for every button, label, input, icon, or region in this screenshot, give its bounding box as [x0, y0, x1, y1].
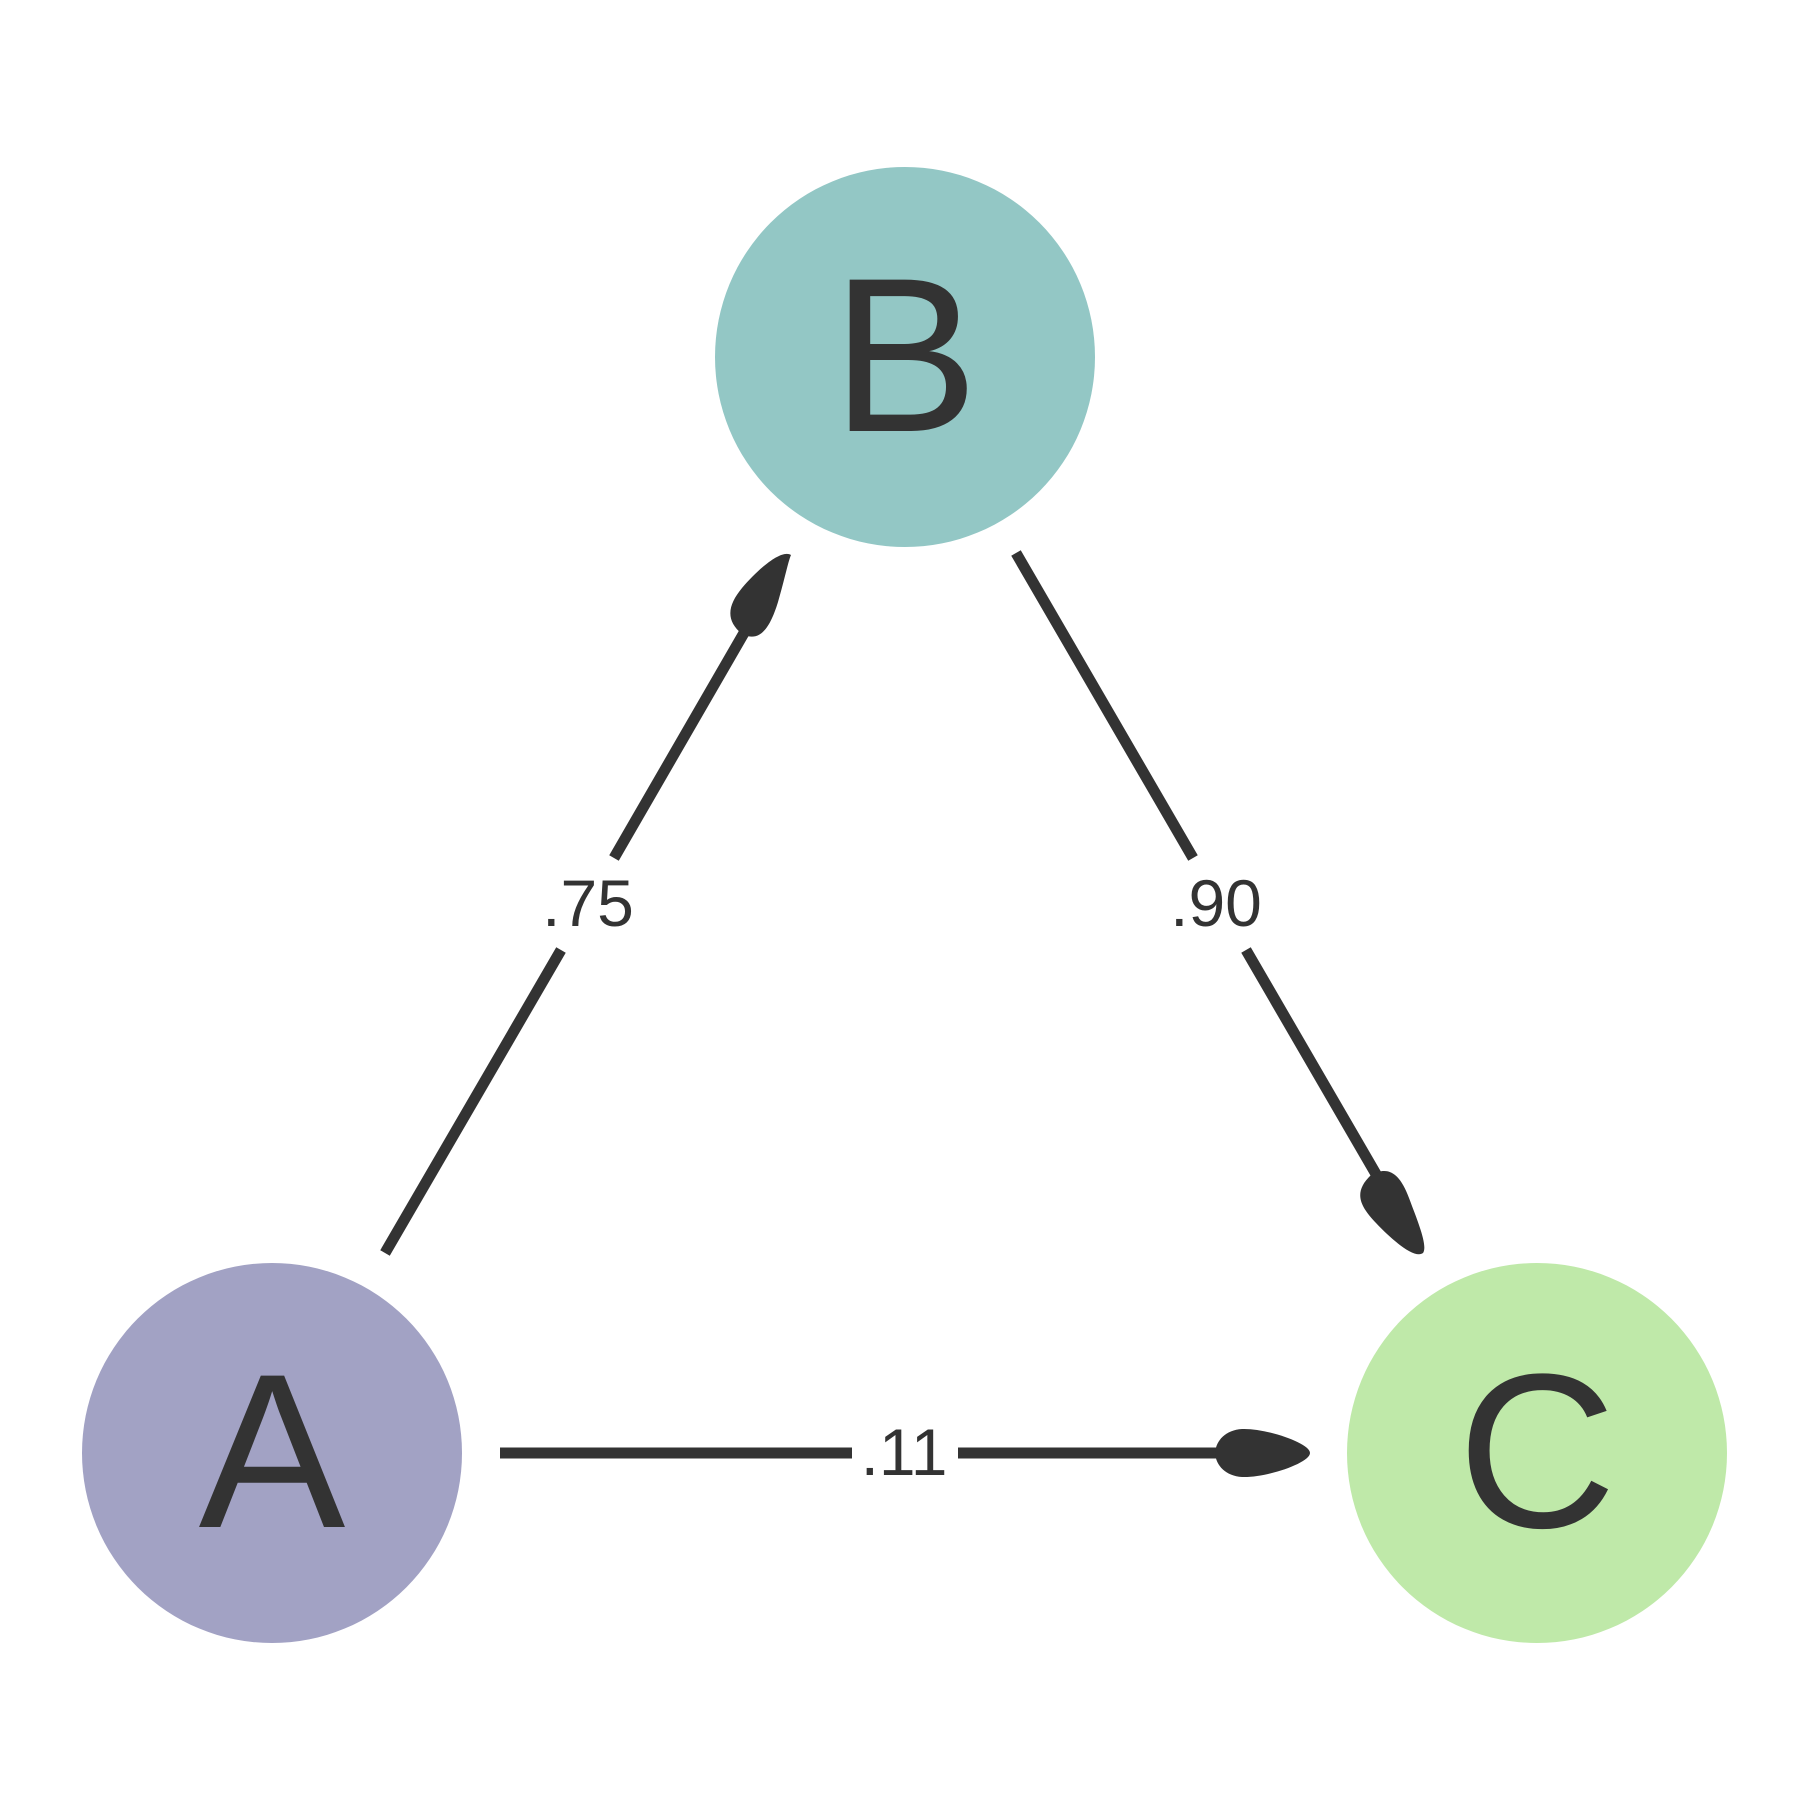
edge-b-c-line-lower	[1241, 947, 1385, 1184]
node-b-circle	[715, 167, 1095, 547]
node-a: A	[82, 1263, 462, 1643]
node-b-label: B	[832, 232, 979, 478]
edge-a-b-label: .75	[542, 866, 634, 940]
edge-a-b: .75	[380, 553, 791, 1256]
edge-b-c-label: .90	[1170, 866, 1262, 940]
edge-a-c-arrowhead	[1215, 1428, 1310, 1478]
node-c-label: C	[1458, 1328, 1617, 1574]
edge-b-c-line-upper	[1011, 550, 1198, 861]
node-c-circle	[1347, 1263, 1727, 1643]
edge-a-c: .11	[500, 1415, 1310, 1489]
edge-a-b-line-upper	[609, 623, 753, 861]
node-b: B	[715, 167, 1095, 547]
node-c: C	[1347, 1263, 1727, 1643]
edge-b-c: .90	[1011, 550, 1425, 1255]
edge-a-c-label: .11	[861, 1415, 948, 1489]
edge-a-b-arrowhead	[730, 553, 791, 637]
node-a-label: A	[199, 1328, 346, 1574]
node-a-circle	[82, 1263, 462, 1643]
edge-b-c-arrowhead	[1360, 1170, 1425, 1255]
edge-a-b-line-lower	[380, 947, 566, 1256]
